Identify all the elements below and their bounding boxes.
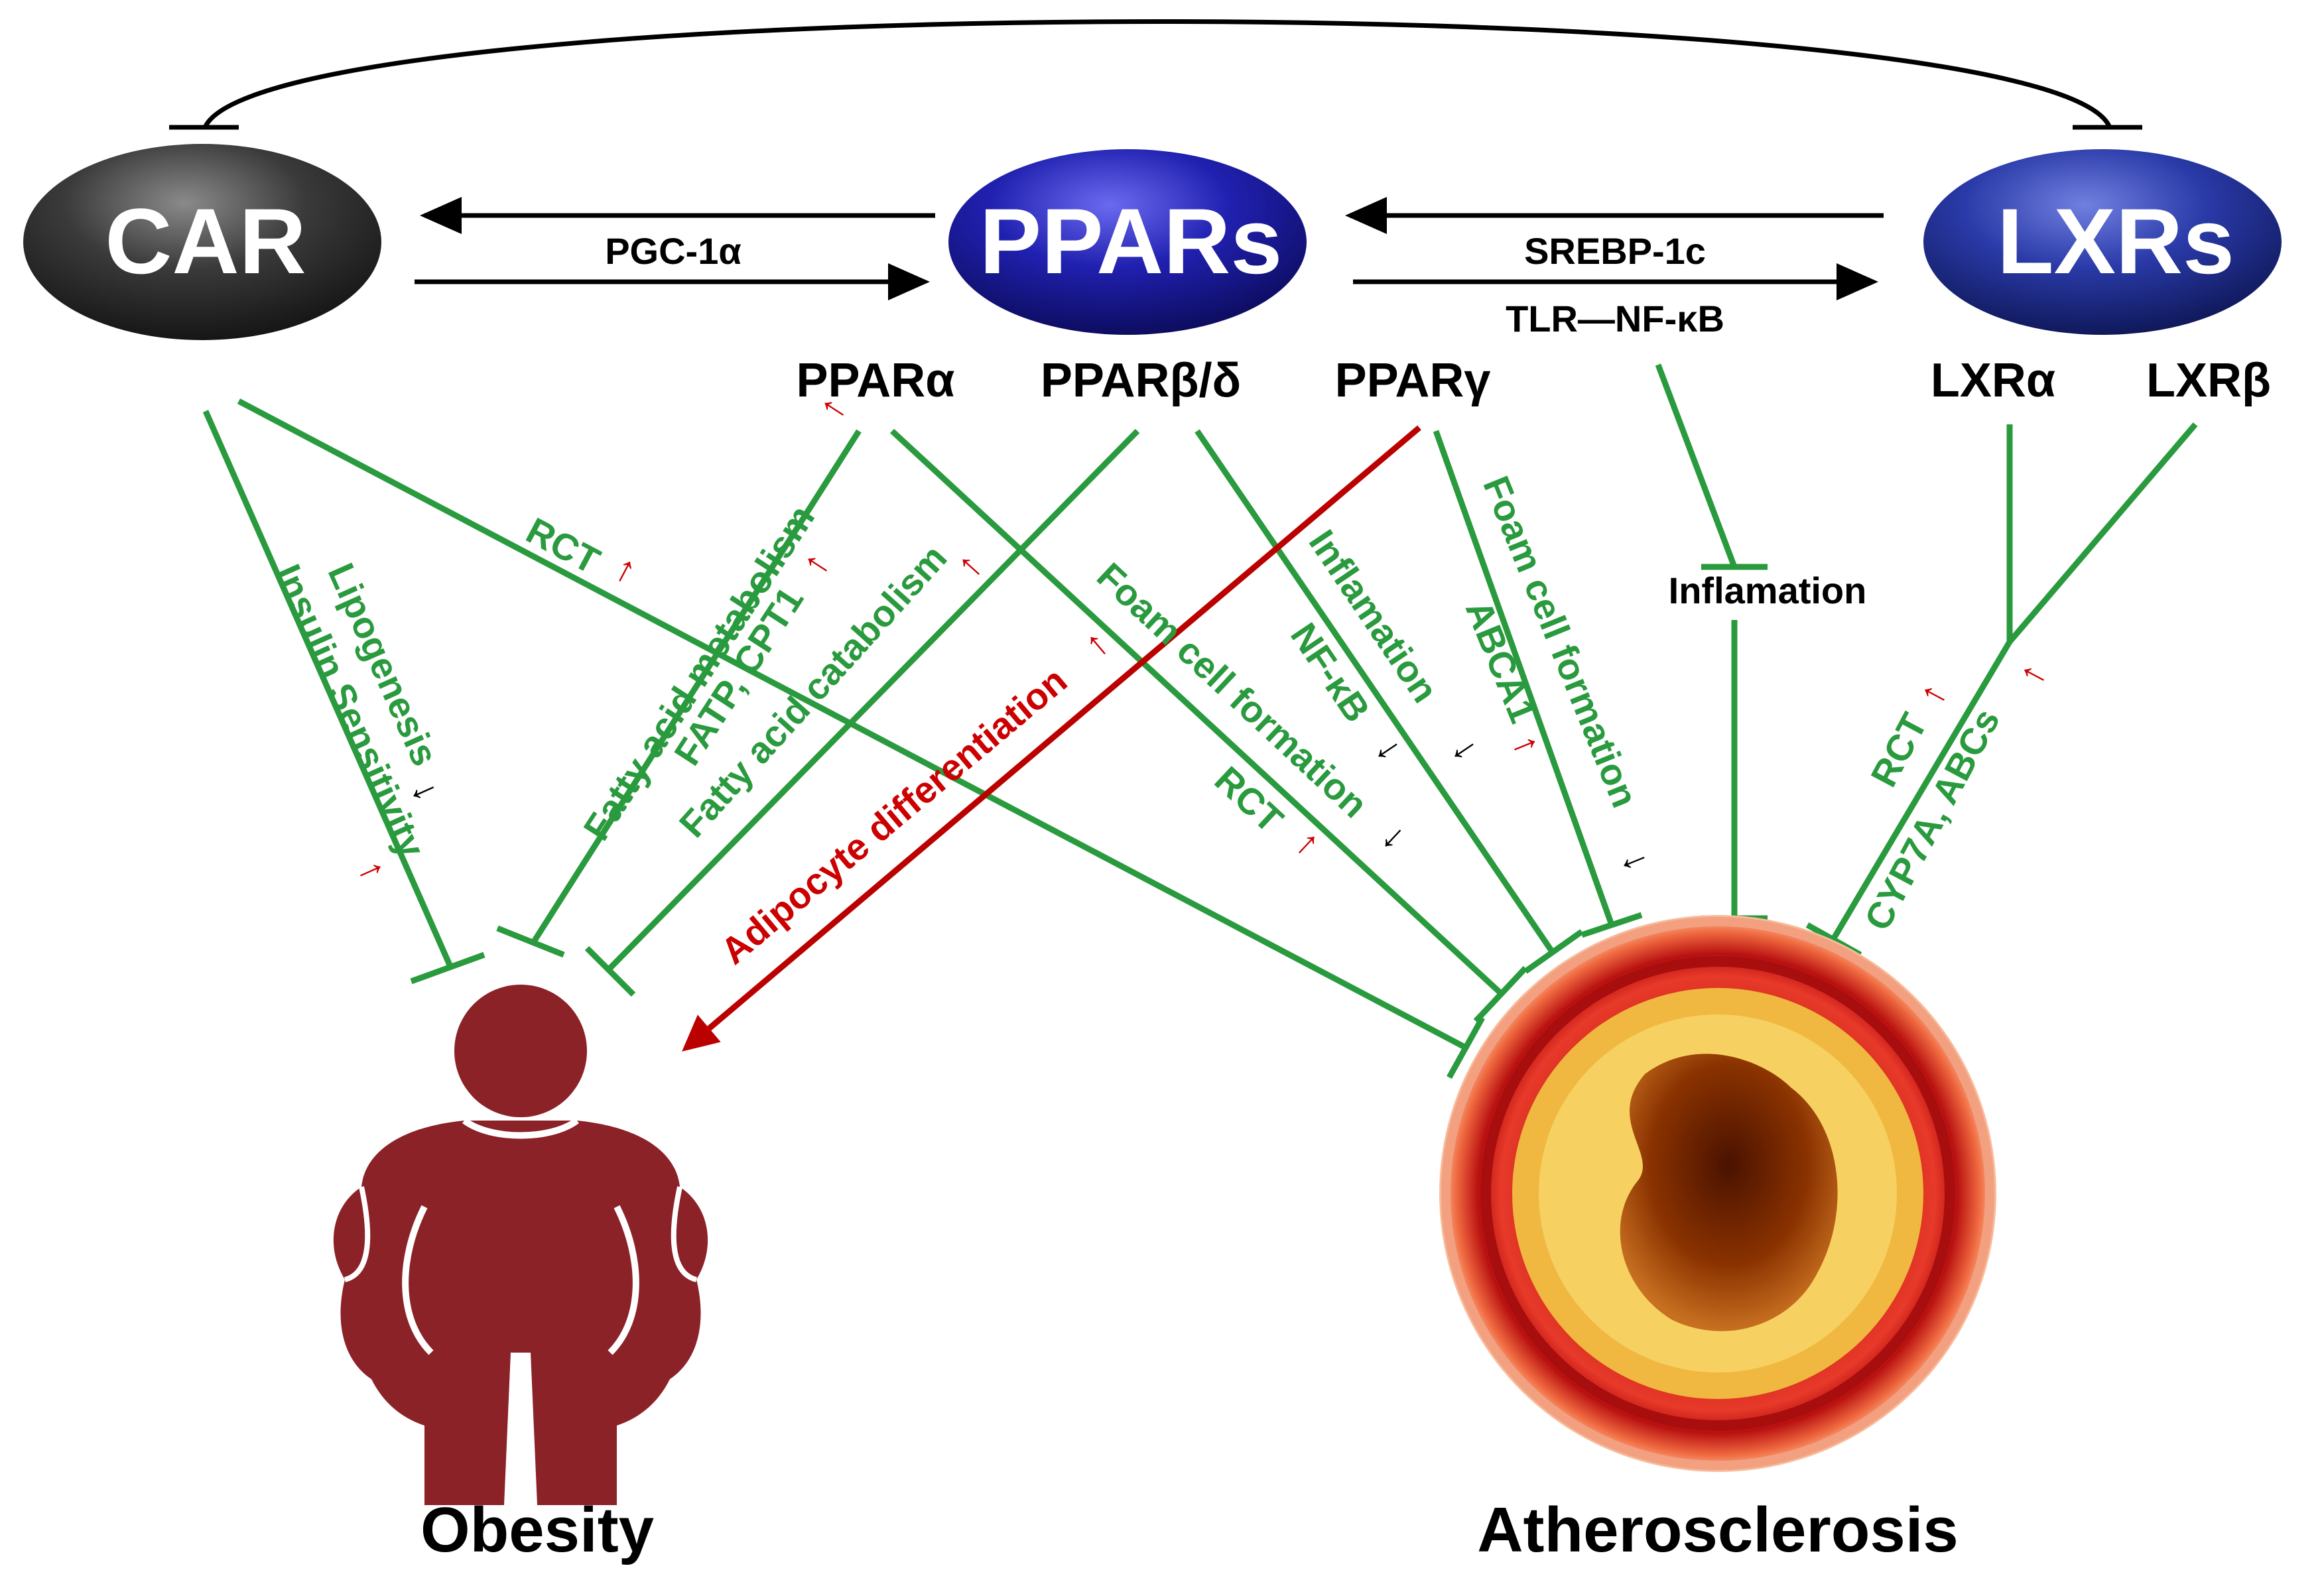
lxr-alpha-label: LXRα <box>1931 354 2055 407</box>
lxrs-node: LXRs <box>1923 149 2282 335</box>
gamma-foam-down: ↓ <box>1614 844 1660 877</box>
car-insulin-up: ↑ <box>350 853 396 886</box>
ppar-alpha-athero-line <box>889 428 1505 997</box>
svg-text:LXRs: LXRs <box>1997 189 2234 293</box>
lxr-rct-up: ↑ <box>1909 676 1955 711</box>
ppar-alpha-obesity-bar <box>496 925 565 958</box>
ppar-gamma-obesity-arrow <box>682 425 1421 1052</box>
ppar-bd-obesity-line <box>604 428 1140 974</box>
inflammation-node-label: Inflamation <box>1669 570 1867 611</box>
ppars-node: PPARs <box>948 149 1307 335</box>
alpha-rct-up: ↑ <box>1288 821 1330 864</box>
atherosclerosis-label: Atherosclerosis <box>1477 1494 1959 1565</box>
alpha-foam-down: ↓ <box>1374 814 1416 857</box>
ppar-alpha-obesity-line <box>531 429 862 944</box>
srebp1c-label: SREBP-1c <box>1524 230 1706 272</box>
car-obesity-bar <box>410 951 485 985</box>
lxr-beta-label: LXRβ <box>2146 354 2271 407</box>
lxr-athero-line <box>1831 640 2012 940</box>
ppar-alpha-athero-bar <box>1473 965 1528 1024</box>
artery-cross-section <box>1439 915 1996 1472</box>
obese-body-figure <box>333 985 708 1505</box>
ppar-gamma-athero-bar <box>1581 912 1643 938</box>
lxr-cyp-label: CYP7A, ABCs <box>1856 702 2008 937</box>
car-node: CAR <box>23 144 381 340</box>
tlr-inflam-line <box>1655 363 1738 568</box>
ppar-beta-delta-label: PPARβ/δ <box>1041 354 1241 407</box>
car-rct-up: ↑ <box>608 546 644 591</box>
gamma-adipo-up: ↑ <box>1075 621 1116 665</box>
ppar-alpha-label: PPARα <box>797 354 955 407</box>
ppar-bd-athero-line <box>1194 429 1555 953</box>
ppar-bd-athero-bar <box>1523 929 1584 974</box>
tlr-nfkb-label: TLR—NF-κB <box>1506 298 1724 339</box>
car-lipogenesis-down: ↓ <box>403 773 449 807</box>
ppar-gamma-label: PPARγ <box>1335 354 1491 407</box>
bd-inflam-down: ↓ <box>1444 729 1489 768</box>
car-lxr-inhibition-arc <box>203 19 2112 127</box>
lxr-beta-line <box>2007 422 2198 644</box>
alpha-rct-label: RCT <box>1207 758 1291 841</box>
svg-text:CAR: CAR <box>105 189 306 293</box>
gamma-abca1-up: ↑ <box>1505 728 1551 761</box>
car-athero-bar <box>1447 1016 1485 1079</box>
car-obesity-line <box>202 410 454 969</box>
obesity-label: Obesity <box>420 1494 654 1565</box>
lxr-cyp-up: ↑ <box>2008 656 2054 692</box>
pgc1a-label: PGC-1α <box>605 230 742 272</box>
svg-text:PPARs: PPARs <box>980 189 1282 293</box>
alpha-fatp-up: ↑ <box>793 544 838 582</box>
ppar-bd-obesity-bar <box>584 945 636 997</box>
bd-nfkb-down: ↓ <box>1368 729 1413 768</box>
ppar-gamma-athero-line <box>1433 430 1615 926</box>
